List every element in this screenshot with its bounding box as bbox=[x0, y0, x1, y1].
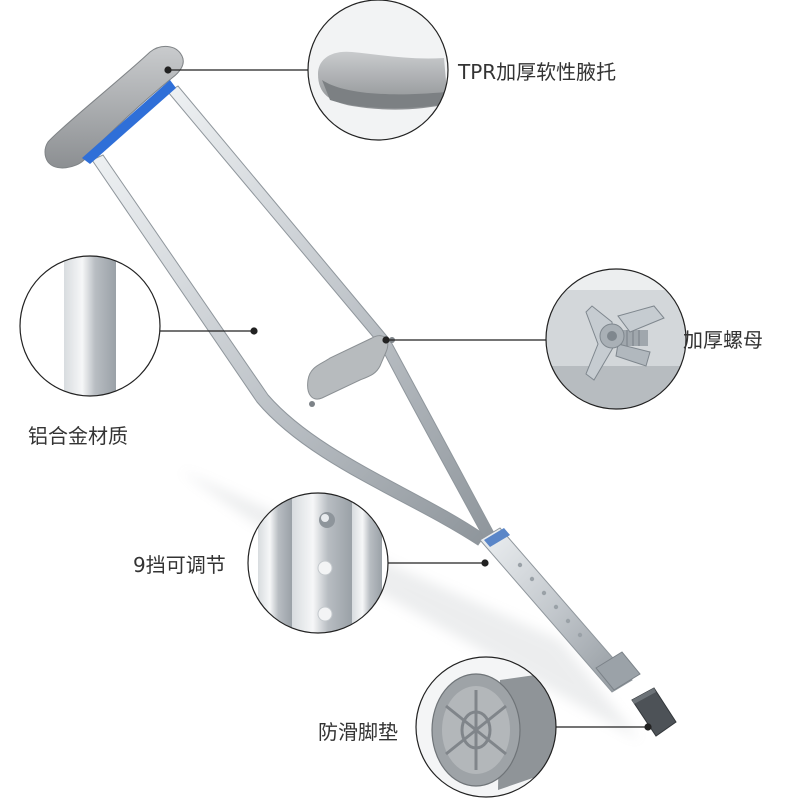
underarm-pad-closeup bbox=[307, 0, 449, 141]
underarm-pad-label: TPR加厚软性腋托 bbox=[458, 60, 617, 84]
crutch-handgrip bbox=[307, 335, 389, 400]
aluminum-tube-closeup bbox=[19, 255, 161, 397]
lower-tube-holes bbox=[517, 562, 583, 638]
crutch-right-rail bbox=[167, 85, 496, 541]
crutch-underarm-pad bbox=[44, 46, 184, 169]
crutch-collar bbox=[595, 651, 641, 691]
thick-nut-label: 加厚螺母 bbox=[683, 328, 763, 352]
crutch-rubber-tip bbox=[631, 687, 677, 737]
adjustment-holes-closeup bbox=[247, 492, 389, 634]
crutch bbox=[44, 46, 677, 737]
crutch-lower-tube bbox=[479, 527, 633, 693]
callout-lines bbox=[160, 66, 652, 731]
wing-nut-closeup bbox=[545, 268, 687, 410]
underarm-pad-blue-trim bbox=[82, 80, 176, 164]
rubber-foot-closeup bbox=[415, 656, 557, 798]
crutch-shadow bbox=[180, 470, 640, 740]
anti-slip-foot-label: 防滑脚垫 bbox=[318, 720, 398, 744]
adjustable-label: 9挡可调节 bbox=[133, 553, 226, 577]
lower-tube-band bbox=[484, 528, 510, 547]
aluminum-material-label: 铝合金材质 bbox=[28, 424, 128, 448]
